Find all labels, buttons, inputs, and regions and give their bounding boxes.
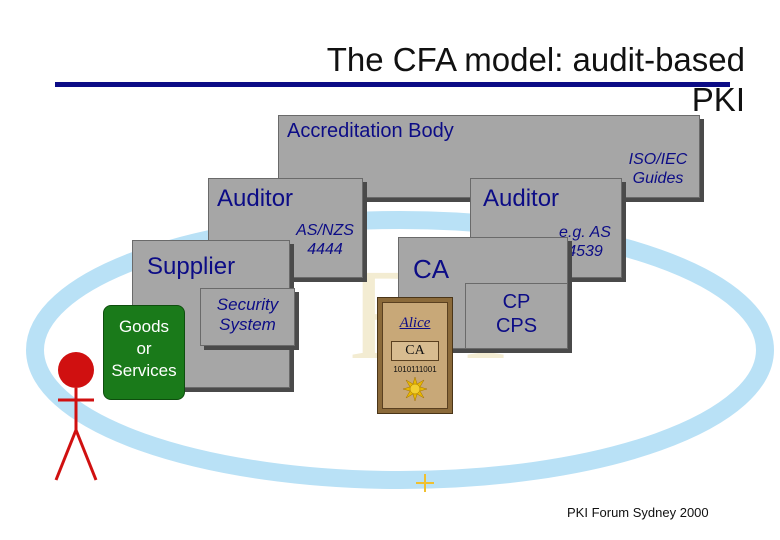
slide-title: The CFA model: audit-based PKI (326, 41, 745, 118)
certificate-issuer: CA (405, 343, 425, 358)
person-icon (54, 352, 98, 481)
auditor-label-left: Auditor (217, 185, 294, 212)
eg-as-label: e.g. AS 4539 (559, 224, 611, 260)
footer-text: PKI Forum Sydney 2000 (567, 505, 709, 520)
certificate-issuer-box: CA (391, 341, 439, 361)
ca-label: CA (413, 254, 450, 284)
certificate-name: Alice (399, 315, 431, 331)
goods-services-box: Goods or Services (103, 305, 185, 400)
certificate-inner: Alice CA 1010111001 (382, 302, 448, 409)
supplier-label: Supplier (147, 253, 236, 280)
goods-services-label: Goods or Services (111, 317, 177, 380)
as-nzs-label: AS/NZS 4444 (296, 222, 354, 258)
certificate: Alice CA 1010111001 (377, 297, 453, 414)
auditor-label-right: Auditor (483, 185, 560, 212)
accreditation-body-label: Accreditation Body (287, 120, 454, 142)
iso-guides-label: ISO/IEC Guides (628, 151, 688, 187)
background-ellipse (26, 211, 774, 489)
cp-cps-label: CP CPS (495, 291, 538, 337)
cp-cps-box: CP CPS (465, 283, 568, 349)
certificate-bits: 1010111001 (393, 365, 437, 374)
sparkle-icon (416, 474, 434, 492)
seal-icon (403, 377, 427, 401)
security-system-box: Security System (200, 288, 295, 346)
title-underline (55, 82, 730, 87)
security-system-label: Security System (216, 295, 279, 334)
